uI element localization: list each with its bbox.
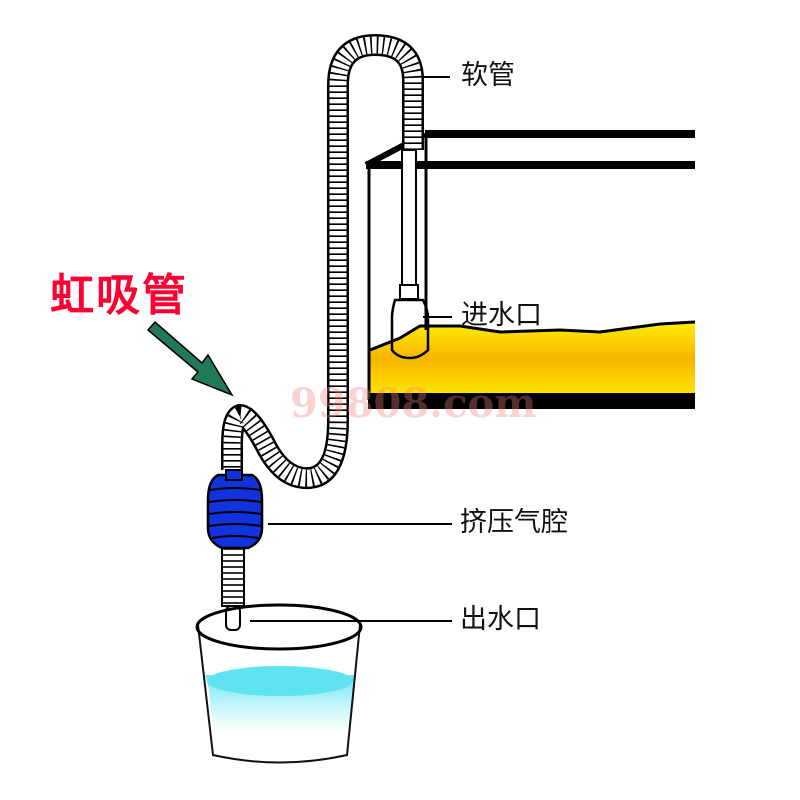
bucket bbox=[195, 603, 363, 764]
label-outlet: 出水口 bbox=[460, 604, 541, 635]
tank-base bbox=[368, 393, 695, 409]
label-inlet: 进水口 bbox=[461, 300, 542, 331]
intake-tube bbox=[390, 149, 430, 360]
flexible-hose bbox=[221, 33, 424, 490]
intake-nozzle bbox=[390, 298, 430, 360]
outlet-tube bbox=[221, 547, 245, 631]
bucket-rim bbox=[195, 603, 363, 651]
label-hose: 软管 bbox=[461, 60, 515, 91]
gravel-bed bbox=[370, 322, 695, 395]
watermark: 99808.com bbox=[290, 380, 537, 427]
title-siphon: 虹吸管 bbox=[50, 270, 188, 321]
aquarium-tank bbox=[364, 130, 696, 409]
arrow-icon bbox=[146, 320, 234, 397]
squeeze-bulb bbox=[206, 469, 264, 550]
label-bulb: 挤压气腔 bbox=[460, 507, 568, 538]
leader-lines bbox=[250, 76, 452, 622]
